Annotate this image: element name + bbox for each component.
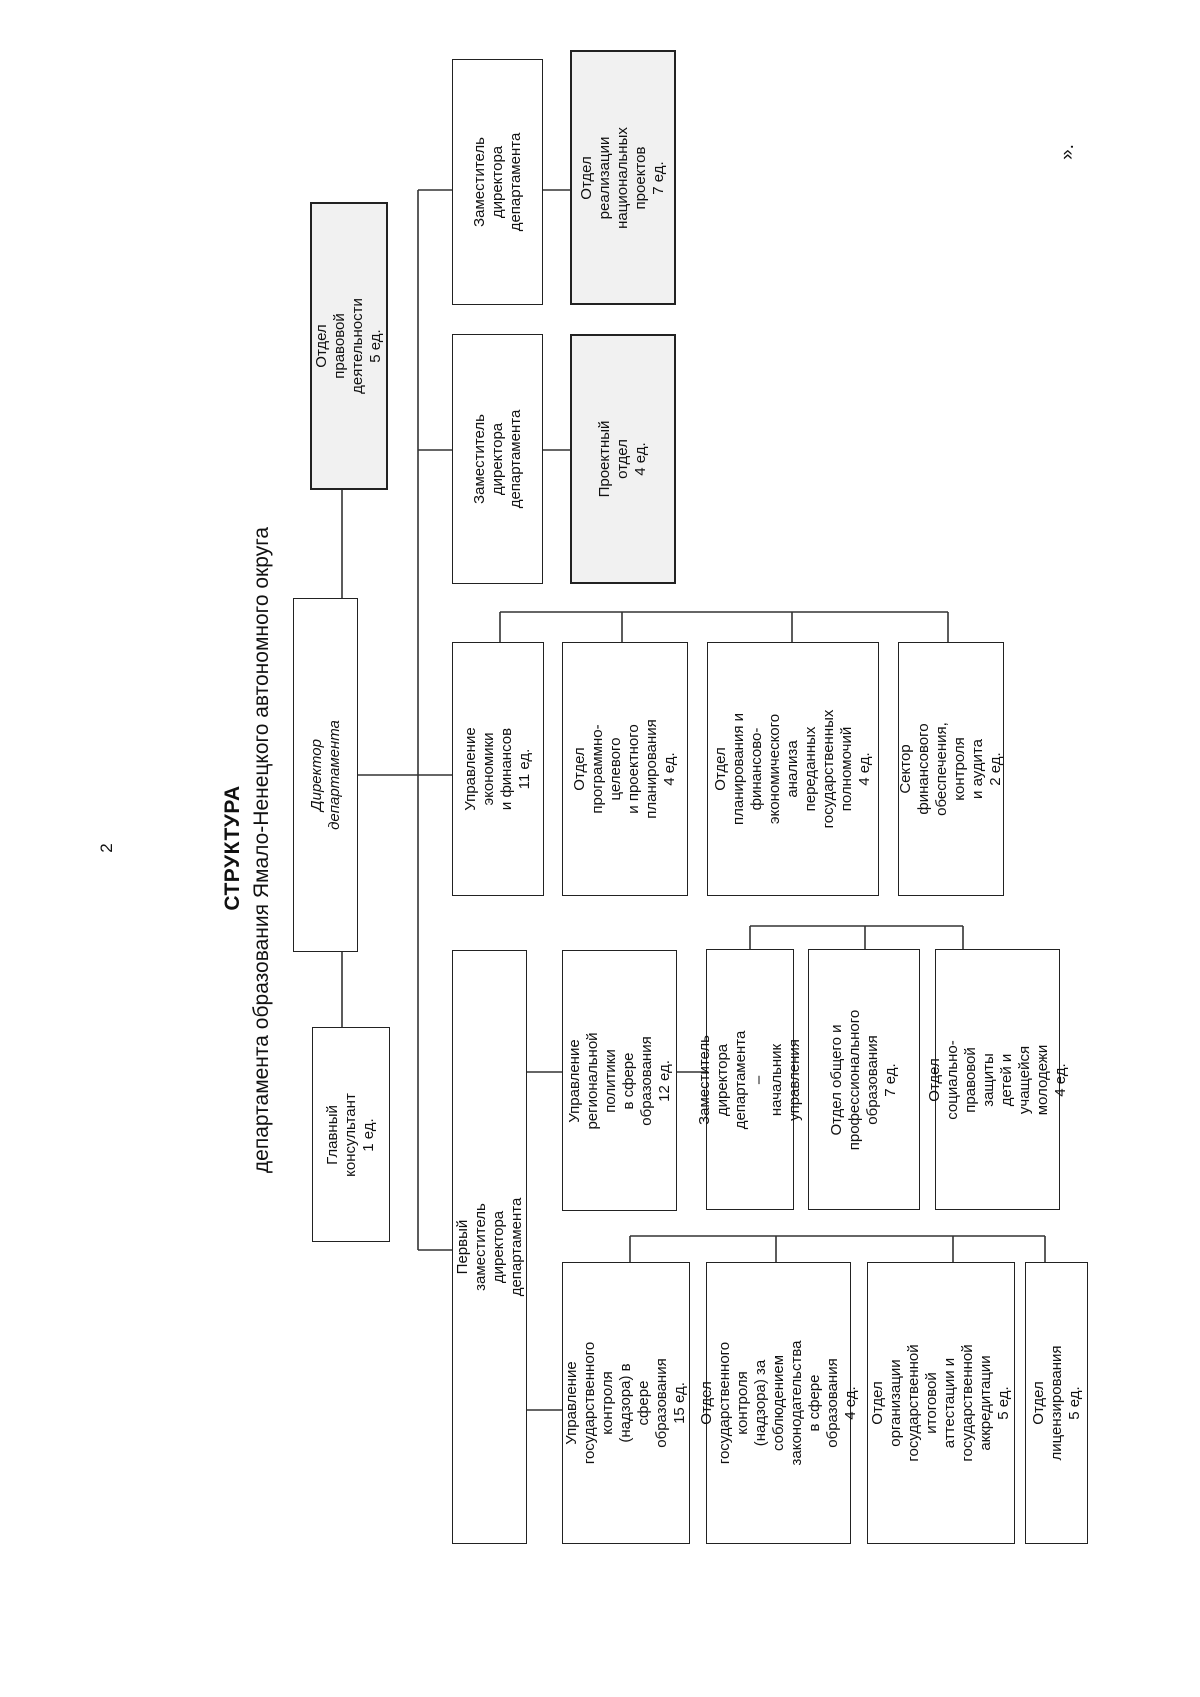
general-professional-education-department-box: Отдел общего и профессионального образов… <box>808 949 920 1210</box>
deputy-director-a-box: Заместитель директора департамента <box>452 334 543 584</box>
deputy-director-b-label: Заместитель директора департамента <box>470 132 524 232</box>
economy-finance-directorate-label: Управление экономики и финансов 11 ед. <box>462 727 533 811</box>
first-deputy-box: Первый заместитель директора департамент… <box>452 950 527 1544</box>
state-control-directorate-label: Управление государственного контроля (на… <box>563 1341 688 1465</box>
attestation-accreditation-department-label: Отдел организации государственной итогов… <box>869 1344 1012 1462</box>
legislation-compliance-department-label: Отдел государственного контроля (надзора… <box>697 1340 859 1466</box>
state-control-directorate-box: Управление государственного контроля (на… <box>562 1262 690 1544</box>
legal-department-label: Отдел правовой деятельности 5 ед. <box>313 298 384 394</box>
program-planning-department-box: Отдел программно-целевого и проектного п… <box>562 642 688 896</box>
director-box: Директор департамента <box>293 598 358 952</box>
economy-finance-directorate-box: Управление экономики и финансов 11 ед. <box>452 642 544 896</box>
page-title: СТРУКТУРА <box>221 785 244 911</box>
deputy-head-directorate-label: Заместитель директора департамента – нач… <box>696 1030 803 1129</box>
deputy-head-directorate-box: Заместитель директора департамента – нач… <box>696 949 803 1210</box>
page-number: 2 <box>97 843 116 853</box>
financial-support-sector-label: Сектор финансового обеспечения, контроля… <box>897 722 1004 816</box>
project-department-box: Проектный отдел 4 ед. <box>570 334 676 584</box>
deputy-director-b-box: Заместитель директора департамента <box>452 59 543 305</box>
licensing-department-label: Отдел лицензирования 5 ед. <box>1029 1345 1083 1461</box>
first-deputy-label: Первый заместитель директора департамент… <box>453 1197 525 1297</box>
chief-consultant-box: Главный консультант 1 ед. <box>312 1027 390 1242</box>
social-legal-protection-department-label: Отдел социально-правовой защиты детей и … <box>925 1039 1069 1120</box>
general-professional-education-department-label: Отдел общего и профессионального образов… <box>828 1009 899 1150</box>
regional-policy-directorate-label: Управление региональной политики в сфере… <box>565 1031 673 1130</box>
deputy-director-a-label: Заместитель директора департамента <box>470 409 524 509</box>
project-department-label: Проектный отдел 4 ед. <box>596 420 649 498</box>
planning-analysis-department-label: Отдел планирования и финансово- экономич… <box>712 709 873 829</box>
legislation-compliance-department-box: Отдел государственного контроля (надзора… <box>698 1262 859 1544</box>
regional-policy-directorate-box: Управление региональной политики в сфере… <box>562 950 677 1211</box>
planning-analysis-department-box: Отдел планирования и финансово- экономич… <box>707 642 879 896</box>
closing-quote-mark: ». <box>1057 144 1078 160</box>
director-label: Директор департамента <box>307 720 343 830</box>
social-legal-protection-department-box: Отдел социально-правовой защиты детей и … <box>926 949 1069 1210</box>
national-projects-department-box: Отдел реализации национальных проектов 7… <box>570 50 676 305</box>
legal-department-box: Отдел правовой деятельности 5 ед. <box>310 202 388 490</box>
page-subtitle: департамента образования Ямало-Ненецкого… <box>250 526 273 1174</box>
program-planning-department-label: Отдел программно-целевого и проектного п… <box>571 719 678 819</box>
licensing-department-box: Отдел лицензирования 5 ед. <box>1025 1262 1088 1544</box>
chief-consultant-label: Главный консультант 1 ед. <box>324 1092 377 1177</box>
financial-support-sector-box: Сектор финансового обеспечения, контроля… <box>897 642 1004 896</box>
national-projects-department-label: Отдел реализации национальных проектов 7… <box>578 126 667 229</box>
attestation-accreditation-department-box: Отдел организации государственной итогов… <box>867 1262 1015 1544</box>
